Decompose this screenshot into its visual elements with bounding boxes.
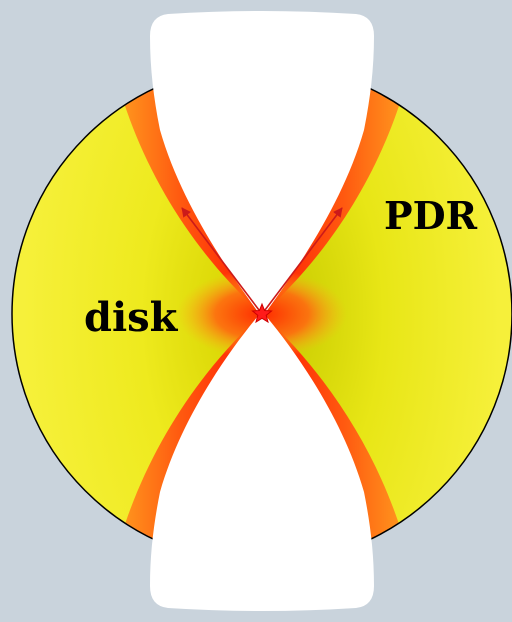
radiation-arrow-right xyxy=(261,207,343,315)
outflow-cavities xyxy=(150,11,374,611)
radiation-arrow-left xyxy=(181,207,263,315)
outflow-cavity-upper xyxy=(150,11,374,317)
radiation-arrows xyxy=(181,207,343,315)
outflow-cavity-lower xyxy=(150,311,374,611)
disk-label: disk xyxy=(84,294,179,341)
pdr-label: PDR xyxy=(384,193,478,238)
star-icon xyxy=(251,302,273,324)
